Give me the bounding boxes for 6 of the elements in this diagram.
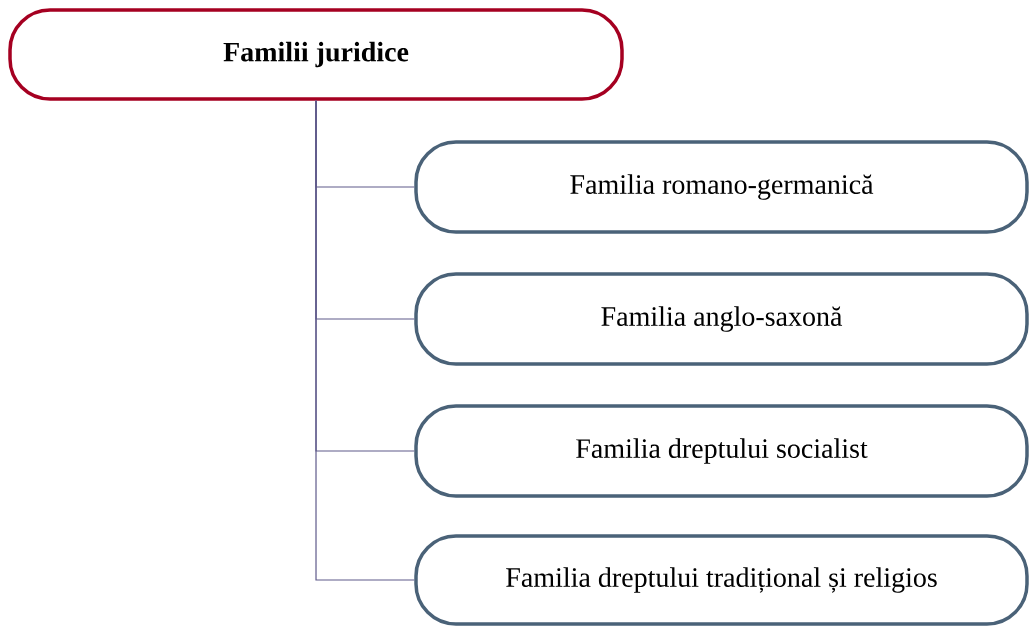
connector-line [315, 100, 415, 581]
family-box: Familia romano-germanică [414, 140, 1029, 234]
family-box: Familia dreptului socialist [414, 404, 1029, 498]
family-box: Familia dreptului tradițional și religios [414, 534, 1029, 626]
category-box: Familii juridice [8, 8, 624, 101]
family-box: Familia anglo-saxonă [414, 272, 1029, 366]
